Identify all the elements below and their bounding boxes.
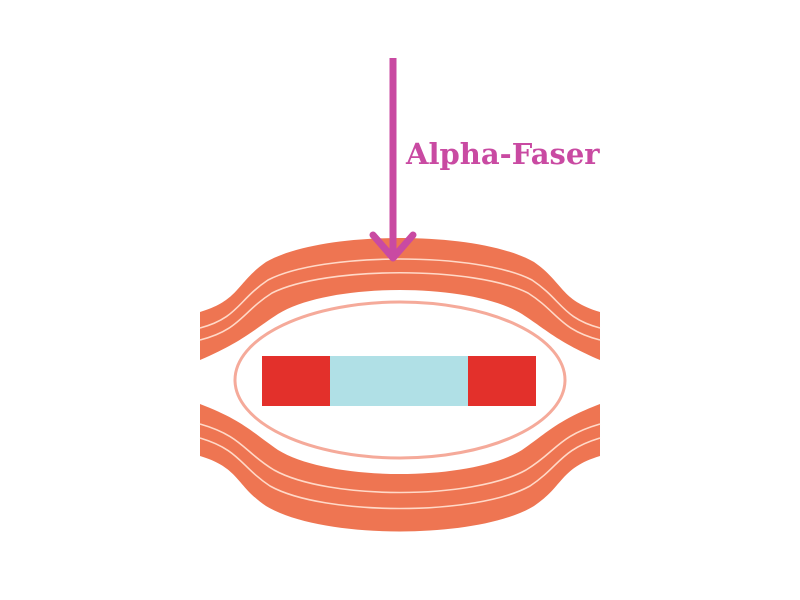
upper-muscle-fiber (199, 238, 601, 360)
arrow-down-icon (369, 58, 417, 262)
lower-fiber-stripe-1 (199, 423, 601, 494)
lower-muscle-fiber (199, 404, 601, 532)
upper-muscle-fiber-body (200, 238, 600, 360)
contractile-end-left (262, 356, 330, 406)
central-region (330, 356, 468, 406)
lower-fiber-stripe-2 (199, 437, 601, 510)
arrow-head (369, 231, 417, 262)
upper-fiber-stripe-2 (199, 272, 601, 341)
intrafusal-fiber (262, 356, 536, 406)
contractile-end-right (468, 356, 536, 406)
spindle-capsule (233, 300, 567, 460)
arrow-label: Alpha-Faser (405, 137, 600, 171)
lower-muscle-fiber-body (200, 404, 600, 532)
upper-fiber-stripe-1 (199, 258, 601, 329)
